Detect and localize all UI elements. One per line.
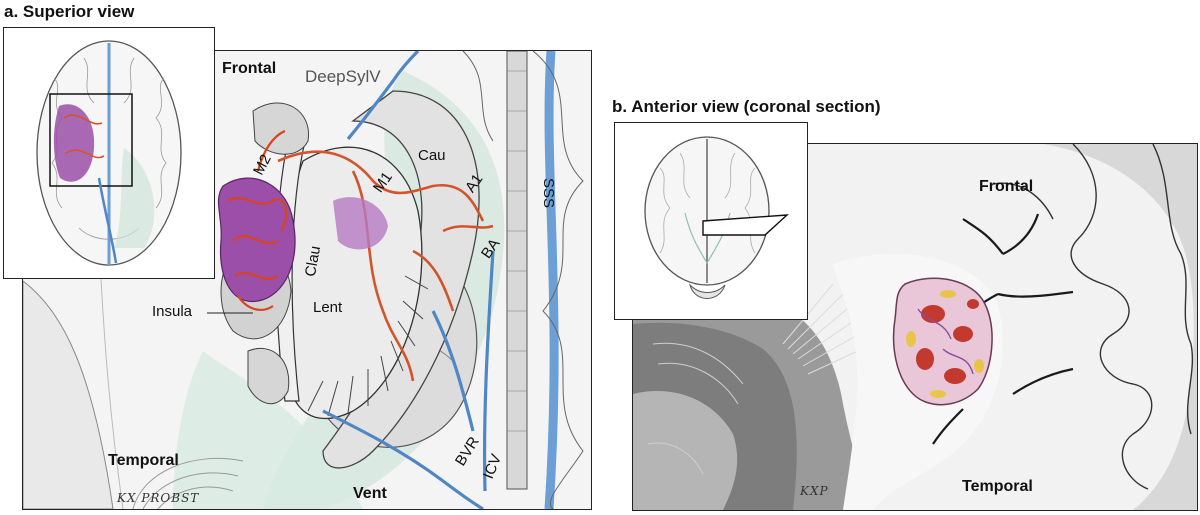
- label-sss: SSS: [540, 178, 557, 209]
- label-insula: Insula: [152, 303, 193, 320]
- panel-a-title: a. Superior view: [4, 2, 135, 21]
- panel-b-title: b. Anterior view (coronal section): [612, 97, 881, 116]
- label-lent: Lent: [313, 299, 343, 316]
- label-frontal-a: Frontal: [222, 60, 277, 77]
- artist-signature-a: KX PROBST: [117, 491, 200, 505]
- label-cau: Cau: [418, 147, 446, 164]
- panel-b-inset-map: [614, 122, 808, 320]
- inset-brain-superior: [36, 40, 182, 266]
- artist-signature-b: KXP: [800, 484, 829, 498]
- inset-brain-coronal-plane: [644, 136, 789, 299]
- panel-b-illustration: [632, 143, 1198, 511]
- label-temporal-b: Temporal: [962, 478, 1033, 495]
- label-vent: Vent: [353, 485, 387, 502]
- panel-a-inset-map: [3, 27, 215, 279]
- label-frontal-b: Frontal: [979, 178, 1034, 195]
- label-deepsylv: DeepSylV: [305, 67, 381, 86]
- label-temporal-a: Temporal: [108, 452, 179, 469]
